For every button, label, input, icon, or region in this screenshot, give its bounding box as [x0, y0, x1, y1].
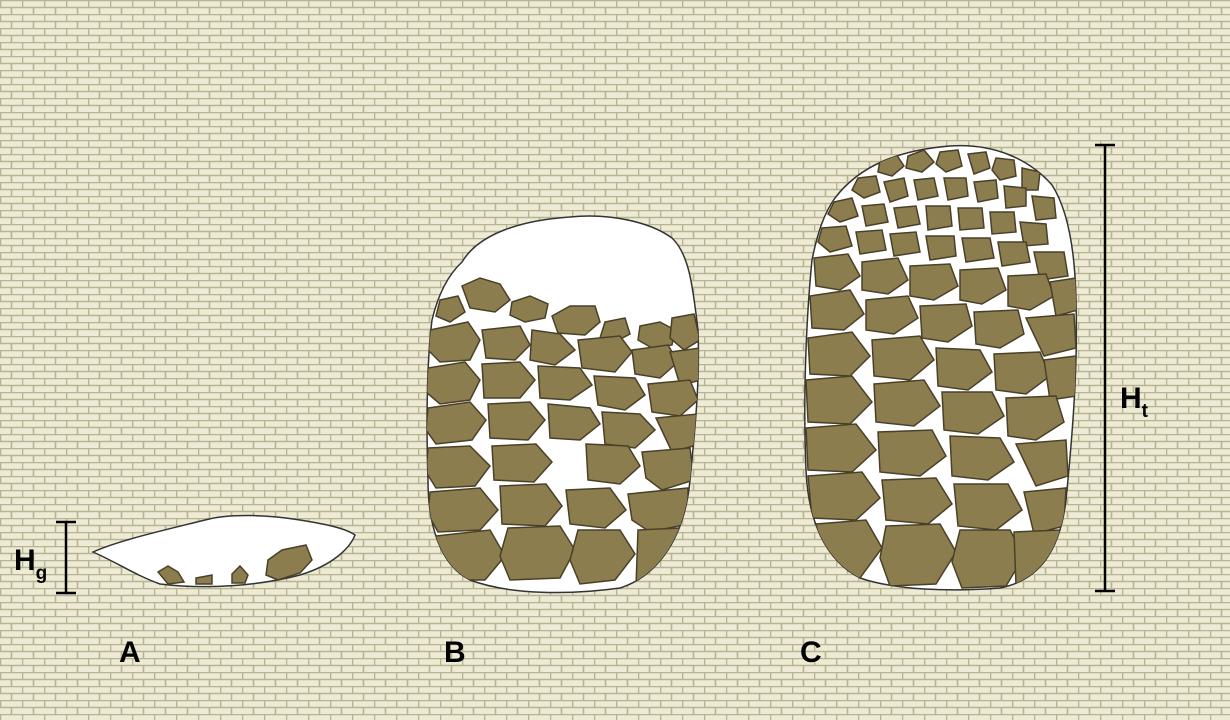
hg-label-main: H [14, 544, 36, 577]
label-a: A [119, 636, 141, 669]
label-c: C [800, 636, 822, 669]
label-b: B [444, 636, 466, 669]
cavity-c [805, 146, 1078, 590]
cavity-b [426, 216, 702, 592]
ht-label-sub: t [1142, 401, 1149, 422]
hg-label-sub: g [36, 563, 48, 584]
ht-label-main: H [1120, 382, 1142, 415]
